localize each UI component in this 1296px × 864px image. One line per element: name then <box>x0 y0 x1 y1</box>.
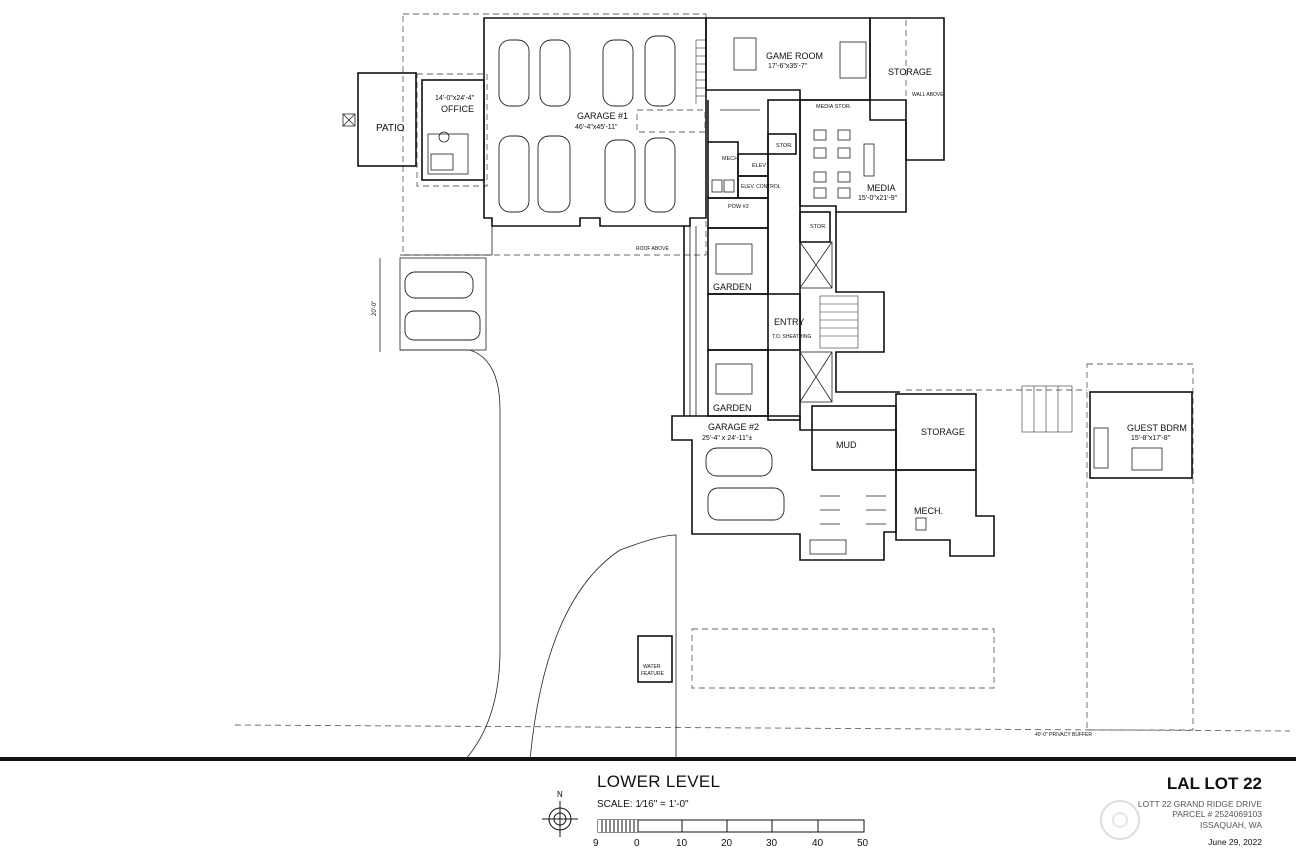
lot-title: LAL LOT 22 <box>1166 774 1262 793</box>
label-pow: POW #2 <box>728 204 749 210</box>
scale-bar: 9 0 10 20 30 40 50 <box>593 819 869 849</box>
label-entry: ENTRY <box>774 317 804 327</box>
mud-room <box>811 405 897 471</box>
water-feature-pool <box>691 628 995 689</box>
label-garage2: GARAGE #2 <box>708 422 759 432</box>
label-storage-mid: STORAGE <box>921 427 965 437</box>
garage-1-cars <box>498 35 676 213</box>
label-water-1: WATER <box>643 664 661 670</box>
label-media-dim: 15'-0"x21'-9" <box>858 195 898 202</box>
label-media-stor: MEDIA STOR. <box>816 104 852 110</box>
label-elev-control: ELEV. CONTROL <box>741 184 781 190</box>
north-arrow: N <box>537 789 585 844</box>
label-office-dim: 14'-0"x24'-4" <box>435 95 475 102</box>
parked-car-1 <box>404 271 474 299</box>
garage-2-car-2 <box>707 487 785 521</box>
address-line-2: PARCEL # 2524069103 <box>1172 809 1262 819</box>
office-roof-outline <box>416 73 488 187</box>
plan-date: June 29, 2022 <box>1208 837 1262 847</box>
label-mud: MUD <box>836 440 857 450</box>
room-labels: PATIO 14'-0"x24'-4" OFFICE GARAGE #1 46'… <box>372 51 1187 738</box>
address-line-1: LOTT 22 GRAND RIDGE DRIVE <box>1137 799 1262 809</box>
title-block-rule <box>0 757 1296 761</box>
label-office: OFFICE <box>441 104 474 114</box>
scale-tick-50: 50 <box>857 838 869 849</box>
garage-1 <box>483 17 707 227</box>
scale-tick-20: 20 <box>721 838 733 849</box>
scale-tick-9: 9 <box>593 838 599 849</box>
label-parking-dim: 20'-0" <box>372 301 378 316</box>
garage-1-stair <box>695 39 706 104</box>
label-elev: ELEV <box>752 163 766 169</box>
guest-outline <box>1086 363 1194 731</box>
label-stor-1: STOR. <box>776 143 793 149</box>
label-garage1: GARAGE #1 <box>577 111 628 121</box>
patio <box>357 72 417 167</box>
address-line-3: ISSAQUAH, WA <box>1199 820 1262 830</box>
label-garden-top: GARDEN <box>713 282 752 292</box>
watermark-logo <box>1098 798 1142 847</box>
parked-car-2 <box>404 310 481 341</box>
main-stair <box>819 295 859 349</box>
label-mech-small: MECH <box>722 156 738 162</box>
label-guest-dim: 15'-8"x17'-8" <box>1131 435 1171 442</box>
label-stor-2: STOR. <box>810 224 827 230</box>
garage-2 <box>671 415 897 561</box>
label-storage-top: STORAGE <box>888 67 932 77</box>
label-guest-bdrm: GUEST BDRM <box>1127 423 1187 433</box>
scale-tick-30: 30 <box>766 838 778 849</box>
label-privacy-buffer: 40'-0" PRIVACY BUFFER <box>1035 732 1092 738</box>
scale-tick-40: 40 <box>812 838 824 849</box>
scale-label: SCALE: 1⁄16" = 1'-0" <box>597 799 689 810</box>
mech-room <box>895 469 995 557</box>
label-patio: PATIO <box>376 123 405 134</box>
label-roof-above: ROOF ABOVE <box>636 246 669 252</box>
guest-stair <box>1021 385 1073 433</box>
mech-small <box>707 141 739 199</box>
label-tol-sheathing: T.O. SHEATHING <box>772 334 811 340</box>
label-garage1-dim: 46'-4"x45'-11" <box>575 124 618 131</box>
privacy-buffer-line <box>234 724 1291 732</box>
garage-2-car-1 <box>705 447 773 477</box>
label-water-2: FEATURE <box>641 671 665 677</box>
label-garden-bottom: GARDEN <box>713 403 752 413</box>
media-room <box>799 99 907 213</box>
scale-tick-10: 10 <box>676 838 688 849</box>
label-game-room: GAME ROOM <box>766 51 823 61</box>
label-game-room-dim: 17'-6"x35'-7" <box>768 63 808 70</box>
label-mech: MECH. <box>914 506 943 516</box>
label-garage2-dim: 25'-4" x 24'-11"± <box>702 435 752 442</box>
powder-room <box>707 197 769 229</box>
storage-top <box>869 17 945 161</box>
parking-pad <box>399 257 487 351</box>
label-wall-above: WALL ABOVE <box>912 92 944 98</box>
guest-bedroom <box>1089 391 1193 479</box>
water-feature <box>637 635 673 683</box>
bike-rack <box>820 495 886 525</box>
plan-title: LOWER LEVEL <box>597 772 721 791</box>
scale-tick-0: 0 <box>634 838 640 849</box>
driveway-edge <box>400 222 493 256</box>
label-media: MEDIA <box>867 183 896 193</box>
north-label: N <box>557 790 563 799</box>
